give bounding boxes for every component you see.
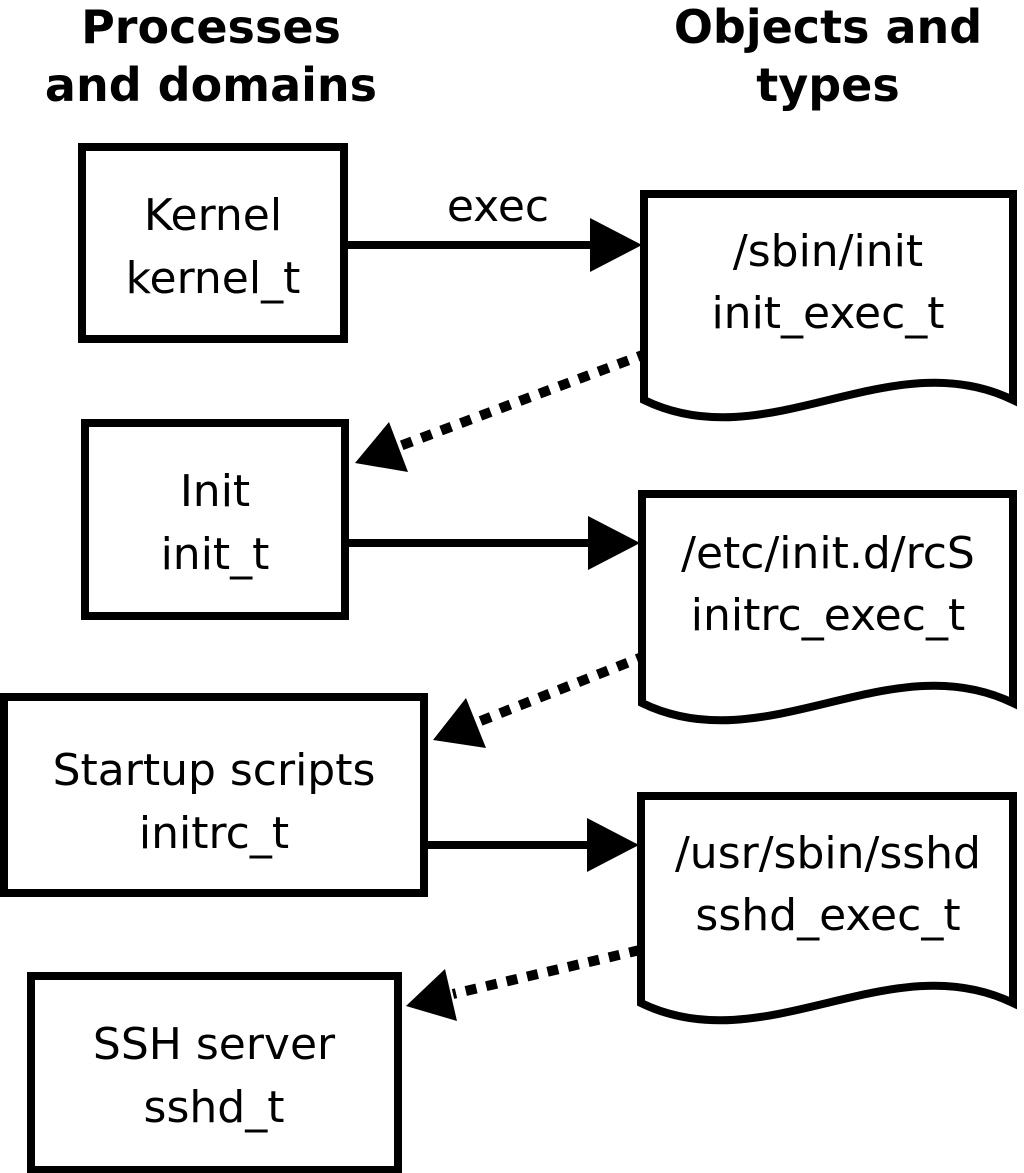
column-header-processes: Processes and domains (45, 0, 377, 112)
document-shape (637, 792, 1017, 1025)
object-type: initrc_exec_t (691, 590, 965, 641)
arrowhead-icon (355, 422, 408, 472)
transition-arrow-line (398, 348, 650, 451)
transition-arrow-line (476, 650, 649, 727)
document-shape (638, 490, 1017, 725)
arrowhead-icon (587, 818, 639, 872)
process-node-startup-scripts: Startup scripts initrc_t (0, 693, 428, 897)
exec-edge-label: exec (447, 181, 549, 232)
object-type: sshd_exec_t (695, 890, 960, 941)
object-path: /usr/sbin/sshd (675, 828, 981, 879)
process-name: SSH server (93, 1019, 336, 1070)
process-node-ssh-server: SSH server sshd_t (27, 972, 402, 1173)
object-node-usr-sbin-sshd: /usr/sbin/sshd sshd_exec_t (637, 792, 1017, 1025)
object-node-sbin-init: /sbin/init init_exec_t (640, 190, 1017, 422)
objects-header-line1: Objects and (674, 0, 982, 54)
column-header-objects: Objects and types (674, 0, 982, 112)
arrowhead-icon (588, 516, 640, 570)
process-box (78, 143, 348, 343)
process-name: Startup scripts (53, 745, 376, 796)
edge-initrc-exec-to-initrc (433, 650, 649, 748)
edge-initrc-to-sshd-exec (428, 818, 639, 872)
arrowhead-icon (406, 969, 457, 1021)
edge-kernel-to-sbin-init: exec (348, 181, 642, 272)
process-node-kernel: Kernel kernel_t (78, 143, 348, 343)
process-box (27, 972, 402, 1173)
process-domain: kernel_t (126, 253, 301, 304)
object-path: /sbin/init (733, 226, 923, 277)
edge-init-to-rcS (349, 516, 640, 570)
processes-header-line2: and domains (45, 58, 377, 112)
edge-init-exec-to-init (355, 348, 650, 472)
process-name: Kernel (144, 190, 282, 241)
edge-sshd-exec-to-sshd (406, 945, 642, 1021)
process-box (81, 419, 349, 620)
objects-header-line2: types (756, 58, 899, 112)
transition-arrow-line (451, 945, 642, 999)
object-type: init_exec_t (711, 288, 944, 339)
process-domain: sshd_t (144, 1082, 285, 1133)
process-box (0, 693, 428, 897)
process-domain: init_t (161, 529, 270, 580)
document-shape (640, 190, 1017, 422)
arrowhead-icon (590, 218, 642, 272)
process-domain: initrc_t (139, 808, 289, 859)
processes-header-line1: Processes (81, 0, 341, 54)
arrowhead-icon (433, 698, 486, 748)
object-node-etc-init-d-rcS: /etc/init.d/rcS initrc_exec_t (638, 490, 1017, 725)
process-node-init: Init init_t (81, 419, 349, 620)
object-path: /etc/init.d/rcS (681, 528, 975, 579)
process-name: Init (180, 466, 250, 517)
